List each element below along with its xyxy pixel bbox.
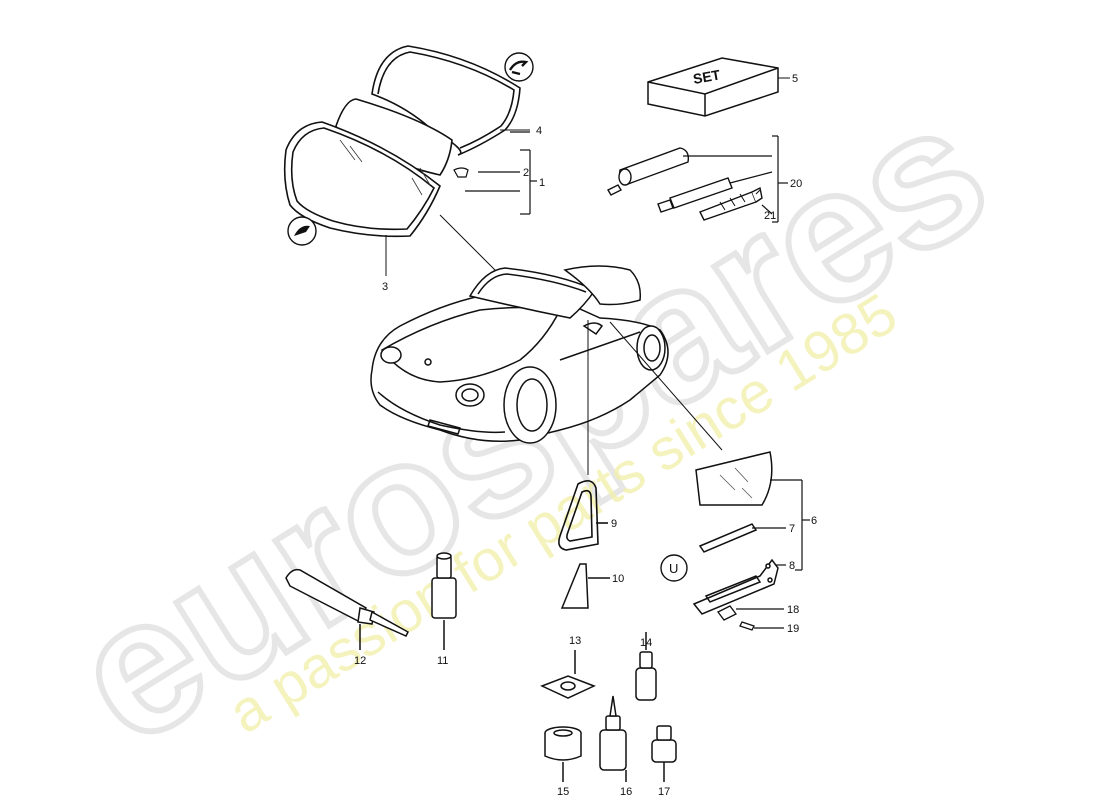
callout-4: 4 — [536, 125, 542, 137]
u-marker: U — [660, 554, 688, 582]
callout-9: 9 — [611, 518, 617, 530]
callout-11: 11 — [437, 655, 448, 667]
u-marker-label: U — [669, 561, 678, 576]
scissors-arrow-icon — [504, 52, 534, 82]
callout-8: 8 — [789, 560, 795, 572]
callout-3: 3 — [382, 281, 388, 293]
primer-bottle-14 — [635, 632, 657, 701]
bracket-6 — [752, 479, 810, 571]
callout-1: 1 — [539, 177, 545, 189]
adhesive-tube — [285, 568, 409, 650]
leader-quarter-window — [587, 320, 723, 475]
callout-labels: 1 2 3 4 5 6 7 8 9 10 11 12 13 14 15 16 1… — [354, 73, 817, 798]
callout-21: 21 — [764, 210, 776, 222]
screw-part-19 — [739, 621, 784, 631]
glass-repair-tools — [607, 147, 763, 221]
quarter-window-glass — [560, 563, 610, 609]
callout-13: 13 — [569, 635, 581, 647]
callout-10: 10 — [612, 573, 624, 585]
callout-12: 12 — [354, 655, 366, 667]
callout-19: 19 — [787, 623, 799, 635]
activator-bottle-17 — [651, 725, 677, 782]
set-box-label: SET — [692, 66, 722, 87]
clip-part-18 — [717, 605, 784, 621]
pad-part-13 — [540, 650, 596, 699]
callout-20: 20 — [790, 178, 802, 190]
car-illustration — [370, 265, 669, 444]
bracket-1 — [465, 131, 537, 215]
windshield-front — [283, 121, 441, 238]
callout-2: 2 — [523, 167, 529, 179]
callout-7: 7 — [789, 523, 795, 535]
callout-16: 16 — [620, 786, 632, 798]
adhesive-bottle-16 — [599, 695, 627, 782]
callout-17: 17 — [658, 786, 670, 798]
quarter-window-seal — [558, 480, 608, 551]
cutter-icon — [287, 216, 317, 246]
cleaner-bottle — [431, 552, 457, 650]
callout-5: 5 — [792, 73, 798, 85]
callout-6: 6 — [811, 515, 817, 527]
callout-14: 14 — [640, 637, 652, 649]
bracket-20 — [683, 135, 788, 223]
tape-roll-15 — [544, 726, 582, 782]
callout-18: 18 — [787, 604, 799, 616]
side-window-assembly — [692, 451, 779, 615]
callout-15: 15 — [557, 786, 569, 798]
clip-part-2 — [453, 167, 469, 178]
repair-set-box: SET — [647, 57, 790, 117]
